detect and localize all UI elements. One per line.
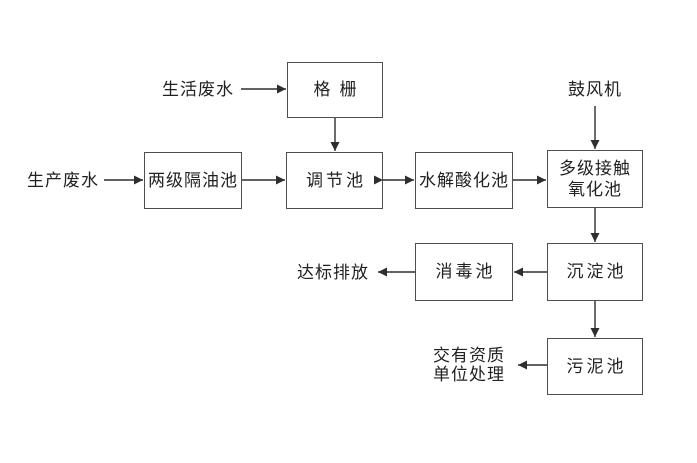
node-two-stage-oil-separator-label: 两级隔油池 xyxy=(148,170,238,190)
node-regulating-tank: 调节池 xyxy=(286,152,383,209)
node-regulating-tank-label: 调节池 xyxy=(306,170,366,190)
node-sedimentation-tank: 沉淀池 xyxy=(547,243,643,301)
node-multistage-contact-oxidation-tank: 多级接触氧化池 xyxy=(547,150,643,208)
node-disinfection-tank-label: 消毒池 xyxy=(435,262,496,282)
node-grid: 格栅 xyxy=(287,62,383,118)
node-two-stage-oil-separator: 两级隔油池 xyxy=(144,152,242,209)
node-disinfection-tank: 消毒池 xyxy=(415,243,513,301)
label-blower: 鼓风机 xyxy=(568,80,622,99)
node-sedimentation-tank-label: 沉淀池 xyxy=(566,262,627,282)
node-sludge-tank-label: 污泥池 xyxy=(566,356,627,376)
label-qualified-unit-disposal: 交有资质 单位处理 xyxy=(433,346,505,384)
label-qualified-unit-disposal-line2: 单位处理 xyxy=(433,365,505,384)
label-qualified-unit-disposal-line1: 交有资质 xyxy=(433,346,505,365)
label-domestic-wastewater: 生活废水 xyxy=(162,80,234,99)
node-multistage-contact-oxidation-tank-label: 多级接触氧化池 xyxy=(559,158,631,199)
node-hydrolysis-acidification-tank-label: 水解酸化池 xyxy=(419,170,509,190)
node-grid-label: 格栅 xyxy=(313,80,366,100)
label-standard-discharge: 达标排放 xyxy=(297,263,369,282)
label-production-wastewater: 生产废水 xyxy=(27,171,99,190)
node-sludge-tank: 污泥池 xyxy=(547,338,643,395)
node-hydrolysis-acidification-tank: 水解酸化池 xyxy=(415,152,513,209)
